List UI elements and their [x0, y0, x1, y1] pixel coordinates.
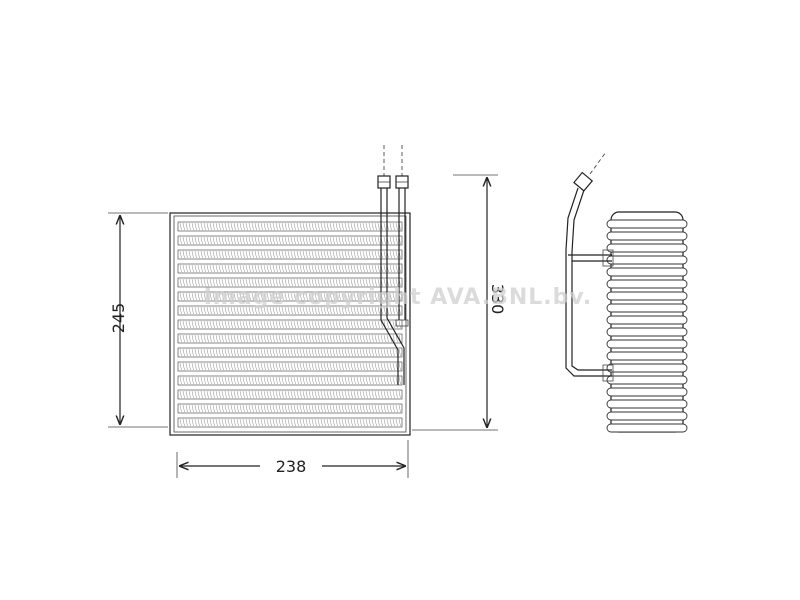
dimension-label-330: 330: [488, 284, 507, 315]
core-fin-row: [177, 347, 403, 358]
side-fin-row: [606, 339, 688, 349]
core-fin-rows: [177, 221, 403, 428]
core-fin-row: [177, 305, 403, 316]
side-fin-row: [606, 363, 688, 373]
core-fin-row: [177, 291, 403, 302]
side-fin-row: [606, 399, 688, 409]
core-fin-row: [177, 221, 403, 232]
side-fin-row: [606, 279, 688, 289]
front-view-pipes: [377, 145, 409, 385]
side-fin-row: [606, 315, 688, 325]
dimension-width-238: 238: [176, 440, 409, 478]
side-fin-row: [606, 291, 688, 301]
dimension-height-245: 245: [108, 212, 168, 428]
core-fin-row: [177, 277, 403, 288]
core-fin-row: [177, 361, 403, 372]
side-fin-row: [606, 423, 688, 433]
core-fin-row: [177, 333, 403, 344]
side-fin-row: [606, 411, 688, 421]
dimension-height-330: 330: [412, 174, 507, 431]
side-fin-row: [606, 387, 688, 397]
core-fin-row: [177, 319, 403, 330]
side-fin-row: [606, 243, 688, 253]
core-fin-row: [177, 389, 403, 400]
side-fin-row: [606, 255, 688, 265]
side-fin-row: [606, 375, 688, 385]
core-fin-row: [177, 249, 403, 260]
dimension-label-238: 238: [276, 457, 307, 476]
side-fin-row: [606, 351, 688, 361]
side-fin-row: [606, 231, 688, 241]
side-fin-rows: [606, 219, 688, 433]
core-fin-row: [177, 417, 403, 428]
core-fin-row: [177, 403, 403, 414]
dimension-label-245: 245: [109, 303, 128, 334]
side-fin-row: [606, 267, 688, 277]
watermark: Image copyright AVA.BNL.bv.: [204, 285, 593, 310]
core-fin-row: [177, 263, 403, 274]
side-view: [565, 151, 688, 433]
core-fin-row: [177, 235, 403, 246]
side-fin-row: [606, 219, 688, 229]
core-fin-row: [177, 375, 403, 386]
front-view-core: [169, 212, 411, 436]
side-fin-row: [606, 327, 688, 337]
side-fin-row: [606, 303, 688, 313]
